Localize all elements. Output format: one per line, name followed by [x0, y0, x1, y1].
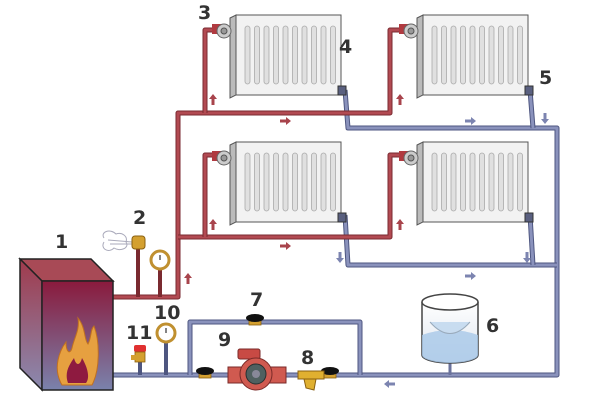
- circulation-pump: [227, 348, 287, 391]
- flow-arrow-icon: [280, 242, 291, 250]
- return-valve-icon: [337, 85, 347, 96]
- label-boiler: 1: [55, 231, 68, 253]
- label-expansion-tank: 6: [486, 315, 499, 337]
- radiator: [399, 14, 534, 99]
- label-air-vent: 2: [133, 207, 146, 229]
- return-valve-icon: [524, 212, 534, 223]
- expansion-tank: [421, 293, 479, 375]
- thermostatic-valve-icon: [399, 23, 419, 39]
- label-return-valve: 5: [539, 67, 552, 89]
- flow-arrow-icon: [384, 380, 395, 388]
- return-valve-icon: [524, 85, 534, 96]
- air-vent: [102, 230, 146, 297]
- ball-valve: [246, 314, 264, 326]
- ball-valve: [321, 367, 339, 379]
- flow-arrow-icon: [336, 252, 344, 263]
- ball-valve: [196, 367, 214, 379]
- supply-manometer: [149, 249, 171, 297]
- label-bypass-valve: 7: [250, 289, 263, 311]
- radiators: [212, 14, 534, 226]
- flow-arrow-icon: [396, 219, 404, 230]
- label-radiator: 4: [339, 36, 352, 58]
- flow-arrow-icon: [465, 272, 476, 280]
- label-thermostatic-valve: 3: [198, 2, 211, 24]
- labels: 1 2 3 4 5 6 7 8 9 10 11: [55, 2, 552, 369]
- label-filter: 8: [301, 347, 314, 369]
- strainer-filter: [297, 370, 325, 391]
- flow-arrows: [184, 94, 549, 388]
- manometer: [155, 322, 177, 375]
- flow-arrow-icon: [541, 113, 549, 124]
- label-manometer: 10: [154, 302, 180, 324]
- boiler: [18, 257, 115, 392]
- radiator: [212, 141, 347, 226]
- thermostatic-valve-icon: [399, 150, 419, 166]
- label-pump: 9: [218, 329, 231, 351]
- thermostatic-valve-icon: [212, 150, 232, 166]
- flow-arrow-icon: [396, 94, 404, 105]
- flow-arrow-icon: [280, 117, 291, 125]
- thermostatic-valve-icon: [212, 23, 232, 39]
- radiator: [212, 14, 347, 99]
- return-valve-icon: [337, 212, 347, 223]
- flow-arrow-icon: [465, 117, 476, 125]
- safety-valve: [131, 345, 146, 375]
- label-safety-valve: 11: [126, 322, 152, 344]
- flow-arrow-icon: [184, 273, 192, 284]
- air-release-icon: [102, 230, 133, 251]
- flow-arrow-icon: [523, 252, 531, 263]
- flow-arrow-icon: [209, 94, 217, 105]
- flow-arrow-icon: [209, 219, 217, 230]
- flame-icon: [56, 316, 99, 386]
- radiator: [399, 141, 534, 226]
